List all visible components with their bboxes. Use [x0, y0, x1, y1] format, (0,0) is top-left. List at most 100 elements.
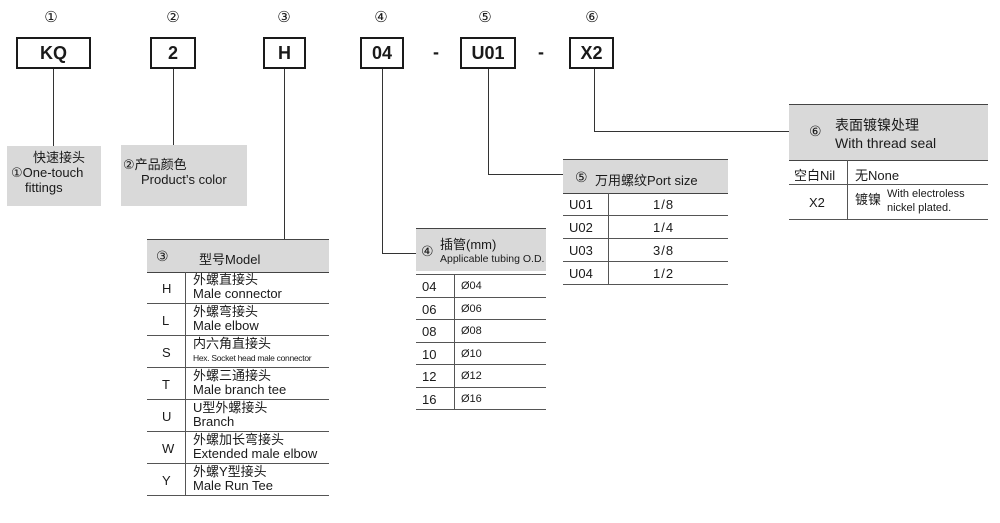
- port-code: U04: [569, 266, 593, 281]
- seal-header: ⑥ 表面镀镍处理 With thread seal: [789, 104, 988, 161]
- separator-dash-1: -: [433, 42, 439, 62]
- position-number-2: ②: [166, 9, 180, 26]
- model-code: H: [162, 281, 172, 296]
- tubing-code: 12: [422, 369, 437, 384]
- code-box-tubing: 04: [360, 37, 404, 69]
- model-en: Extended male elbow: [193, 446, 318, 461]
- tubing-value: Ø16: [461, 392, 482, 405]
- connector-line-5b: [488, 174, 563, 175]
- model-en: Male connector: [193, 286, 282, 301]
- seal-row-divider: [847, 185, 848, 219]
- port-row-divider: [608, 262, 609, 284]
- tubing-bottom-line: [416, 409, 546, 410]
- kq-en-label: One-touch: [22, 165, 84, 180]
- model-en: Male Run Tee: [193, 478, 273, 493]
- tubing-row-divider: [454, 342, 455, 365]
- model-row-divider: [185, 432, 186, 463]
- model-row-divider: [185, 464, 186, 495]
- seal-code: X2: [809, 195, 825, 210]
- connector-line-6b: [594, 131, 789, 132]
- model-cn: 外螺直接头: [193, 272, 259, 287]
- connector-line-3: [284, 69, 285, 239]
- port-row: U01 1/8: [563, 193, 728, 216]
- port-num: ⑤: [575, 169, 588, 185]
- tubing-value: Ø08: [461, 325, 482, 337]
- tubing-num: ④: [421, 243, 434, 259]
- tubing-title-en: Applicable tubing O.D.: [440, 253, 545, 265]
- model-row-divider: [185, 400, 186, 431]
- model-row-divider: [185, 304, 186, 335]
- code-box-model: H: [263, 37, 306, 69]
- model-code: T: [162, 377, 170, 392]
- port-row-divider: [608, 216, 609, 238]
- port-row: U04 1/2: [563, 262, 728, 285]
- connector-line-4a: [382, 69, 383, 253]
- tubing-row-divider: [454, 297, 455, 320]
- port-title: 万用螺纹Port size: [595, 173, 698, 188]
- seal-num: ⑥: [809, 123, 822, 139]
- seal-cn: 镀镍: [855, 192, 882, 207]
- kq-en-label-2: fittings: [25, 180, 63, 195]
- model-code: L: [162, 313, 170, 328]
- tubing-code: 04: [422, 279, 437, 294]
- connector-line-6a: [594, 69, 595, 131]
- color-en-label: Product’s color: [141, 172, 227, 187]
- port-value: 1/8: [653, 197, 675, 212]
- model-code: S: [162, 345, 171, 360]
- tubing-row-divider: [454, 320, 455, 342]
- position-number-3: ③: [277, 9, 291, 26]
- model-cn: 内六角直接头: [193, 336, 272, 351]
- port-code: U01: [569, 197, 593, 212]
- tubing-row-divider: [454, 387, 455, 410]
- seal-code: 空白Nil: [794, 168, 836, 183]
- seal-en-2: nickel plated.: [887, 202, 952, 214]
- seal-title-cn: 表面镀镍处理: [835, 117, 919, 133]
- tubing-code: 08: [422, 324, 437, 339]
- model-en: Hex. Socket head male connector: [193, 353, 312, 363]
- connector-line-2: [173, 69, 174, 145]
- model-en: Male elbow: [193, 318, 259, 333]
- kq-description-box: 快速接头 ①One-touch fittings: [7, 146, 101, 206]
- code-box-color: 2: [150, 37, 196, 69]
- tubing-value: Ø04: [461, 280, 482, 292]
- code-box-seal: X2: [569, 37, 614, 69]
- model-code: W: [162, 441, 175, 456]
- model-en: Male branch tee: [193, 382, 287, 397]
- tubing-value: Ø10: [461, 347, 482, 360]
- port-value: 1/2: [653, 266, 675, 281]
- tubing-row-divider: [454, 275, 455, 297]
- tubing-code: 10: [422, 346, 437, 362]
- model-en: Branch: [193, 414, 235, 429]
- port-header: ⑤ 万用螺纹Port size: [563, 159, 728, 194]
- tubing-title-cn: 插管(mm): [440, 237, 497, 252]
- tubing-value: Ø06: [461, 302, 482, 315]
- seal-row: 空白Nil 无None: [789, 160, 988, 185]
- tubing-value: Ø12: [461, 370, 482, 382]
- model-cn: 外螺三通接头: [193, 368, 272, 383]
- port-row: U02 1/4: [563, 216, 728, 239]
- connector-line-4b: [382, 253, 416, 254]
- port-code: U02: [569, 220, 593, 235]
- connector-line-1: [53, 69, 54, 146]
- position-number-5: ⑤: [478, 9, 492, 26]
- seal-cn: 无None: [855, 168, 900, 183]
- color-description-box: ②产品颜色 Product’s color: [121, 145, 247, 206]
- port-value: 3/8: [653, 243, 675, 258]
- model-cn: 外螺加长弯接头: [193, 432, 285, 447]
- model-code: Y: [162, 473, 171, 488]
- port-value: 1/4: [653, 220, 675, 235]
- model-cn: 外螺Y型接头: [193, 464, 267, 479]
- position-number-4: ④: [374, 9, 388, 26]
- model-cn: 外螺弯接头: [193, 304, 259, 319]
- connector-line-5a: [488, 69, 489, 174]
- model-row-divider: [185, 368, 186, 399]
- model-row-divider: [185, 336, 186, 367]
- model-title: 型号Model: [199, 252, 261, 267]
